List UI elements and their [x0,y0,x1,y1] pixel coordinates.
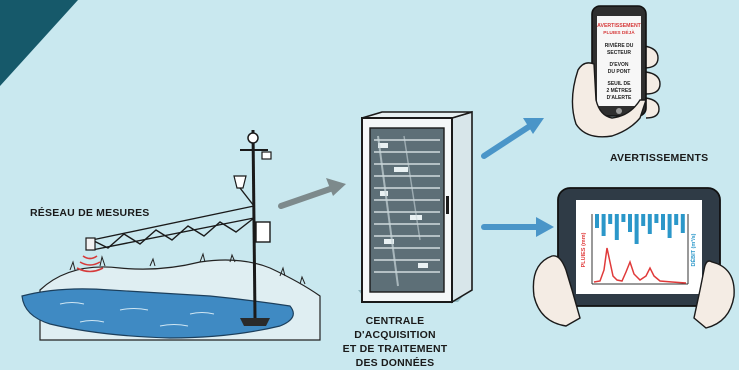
label-reseau-de-mesures: RÉSEAU DE MESURES [30,207,150,219]
phone-line-4: D'EVON [610,62,629,68]
diagram-canvas: AVERTISSEMENT PLUIES DÉJÀ RIVIÈRE DU SEC… [0,0,739,362]
rain-bar [661,214,665,230]
arrow-centrale-to-tablet [484,217,554,237]
rain-bar [621,214,625,222]
phone-line-8: D'ALERTE [607,95,632,101]
rain-bar [628,214,632,232]
server-cabinet [358,112,472,302]
truss-arm [92,188,254,250]
corner-decoration [0,0,78,86]
rain-bar [681,214,685,233]
anemometer-icon [248,133,258,143]
rain-bar [654,214,658,223]
mast-base [240,318,270,326]
tablet-with-hands [533,188,734,328]
arrow-centrale-to-phone [484,118,544,156]
rain-bar [635,214,639,244]
datalogger-box [256,222,270,242]
rain-bar [595,214,599,228]
tablet-left-axis-label: PLUIES (mm) [581,232,587,267]
rain-bar [602,214,606,236]
station-mast [253,130,255,318]
label-avertissements: AVERTISSEMENTS [610,152,708,164]
rain-bar [674,214,678,225]
label-centrale-line-1: CENTRALE D'ACQUISITION [333,314,457,342]
rain-bar [615,214,619,240]
rain-bar [668,214,672,238]
label-centrale-line-2: ET DE TRAITEMENT [333,342,457,356]
phone-line-3: SECTEUR [607,50,631,56]
tablet-right-axis-label: DÉBIT (m³/s) [689,233,697,266]
label-centrale-line-3: DES DONNÉES [333,356,457,370]
phone-line-5: DU PONT [608,69,631,75]
phone-line-6: SEUIL DE [608,81,632,87]
rain-bar [608,214,612,224]
phone-line-2: RIVIÈRE DU [605,41,634,49]
rain-gauge-icon [234,176,246,188]
measurement-station [22,130,320,340]
rain-bar [648,214,652,234]
phone-line-0: AVERTISSEMENT [597,23,642,29]
sensor-box-top [262,152,271,159]
phone-line-7: 2 MÈTRES [606,86,632,94]
illustration: AVERTISSEMENT PLUIES DÉJÀ RIVIÈRE DU SEC… [0,0,739,362]
arrow-station-to-centrale [281,178,346,206]
radar-sensor-icon [86,238,95,250]
rain-bar [641,214,645,226]
